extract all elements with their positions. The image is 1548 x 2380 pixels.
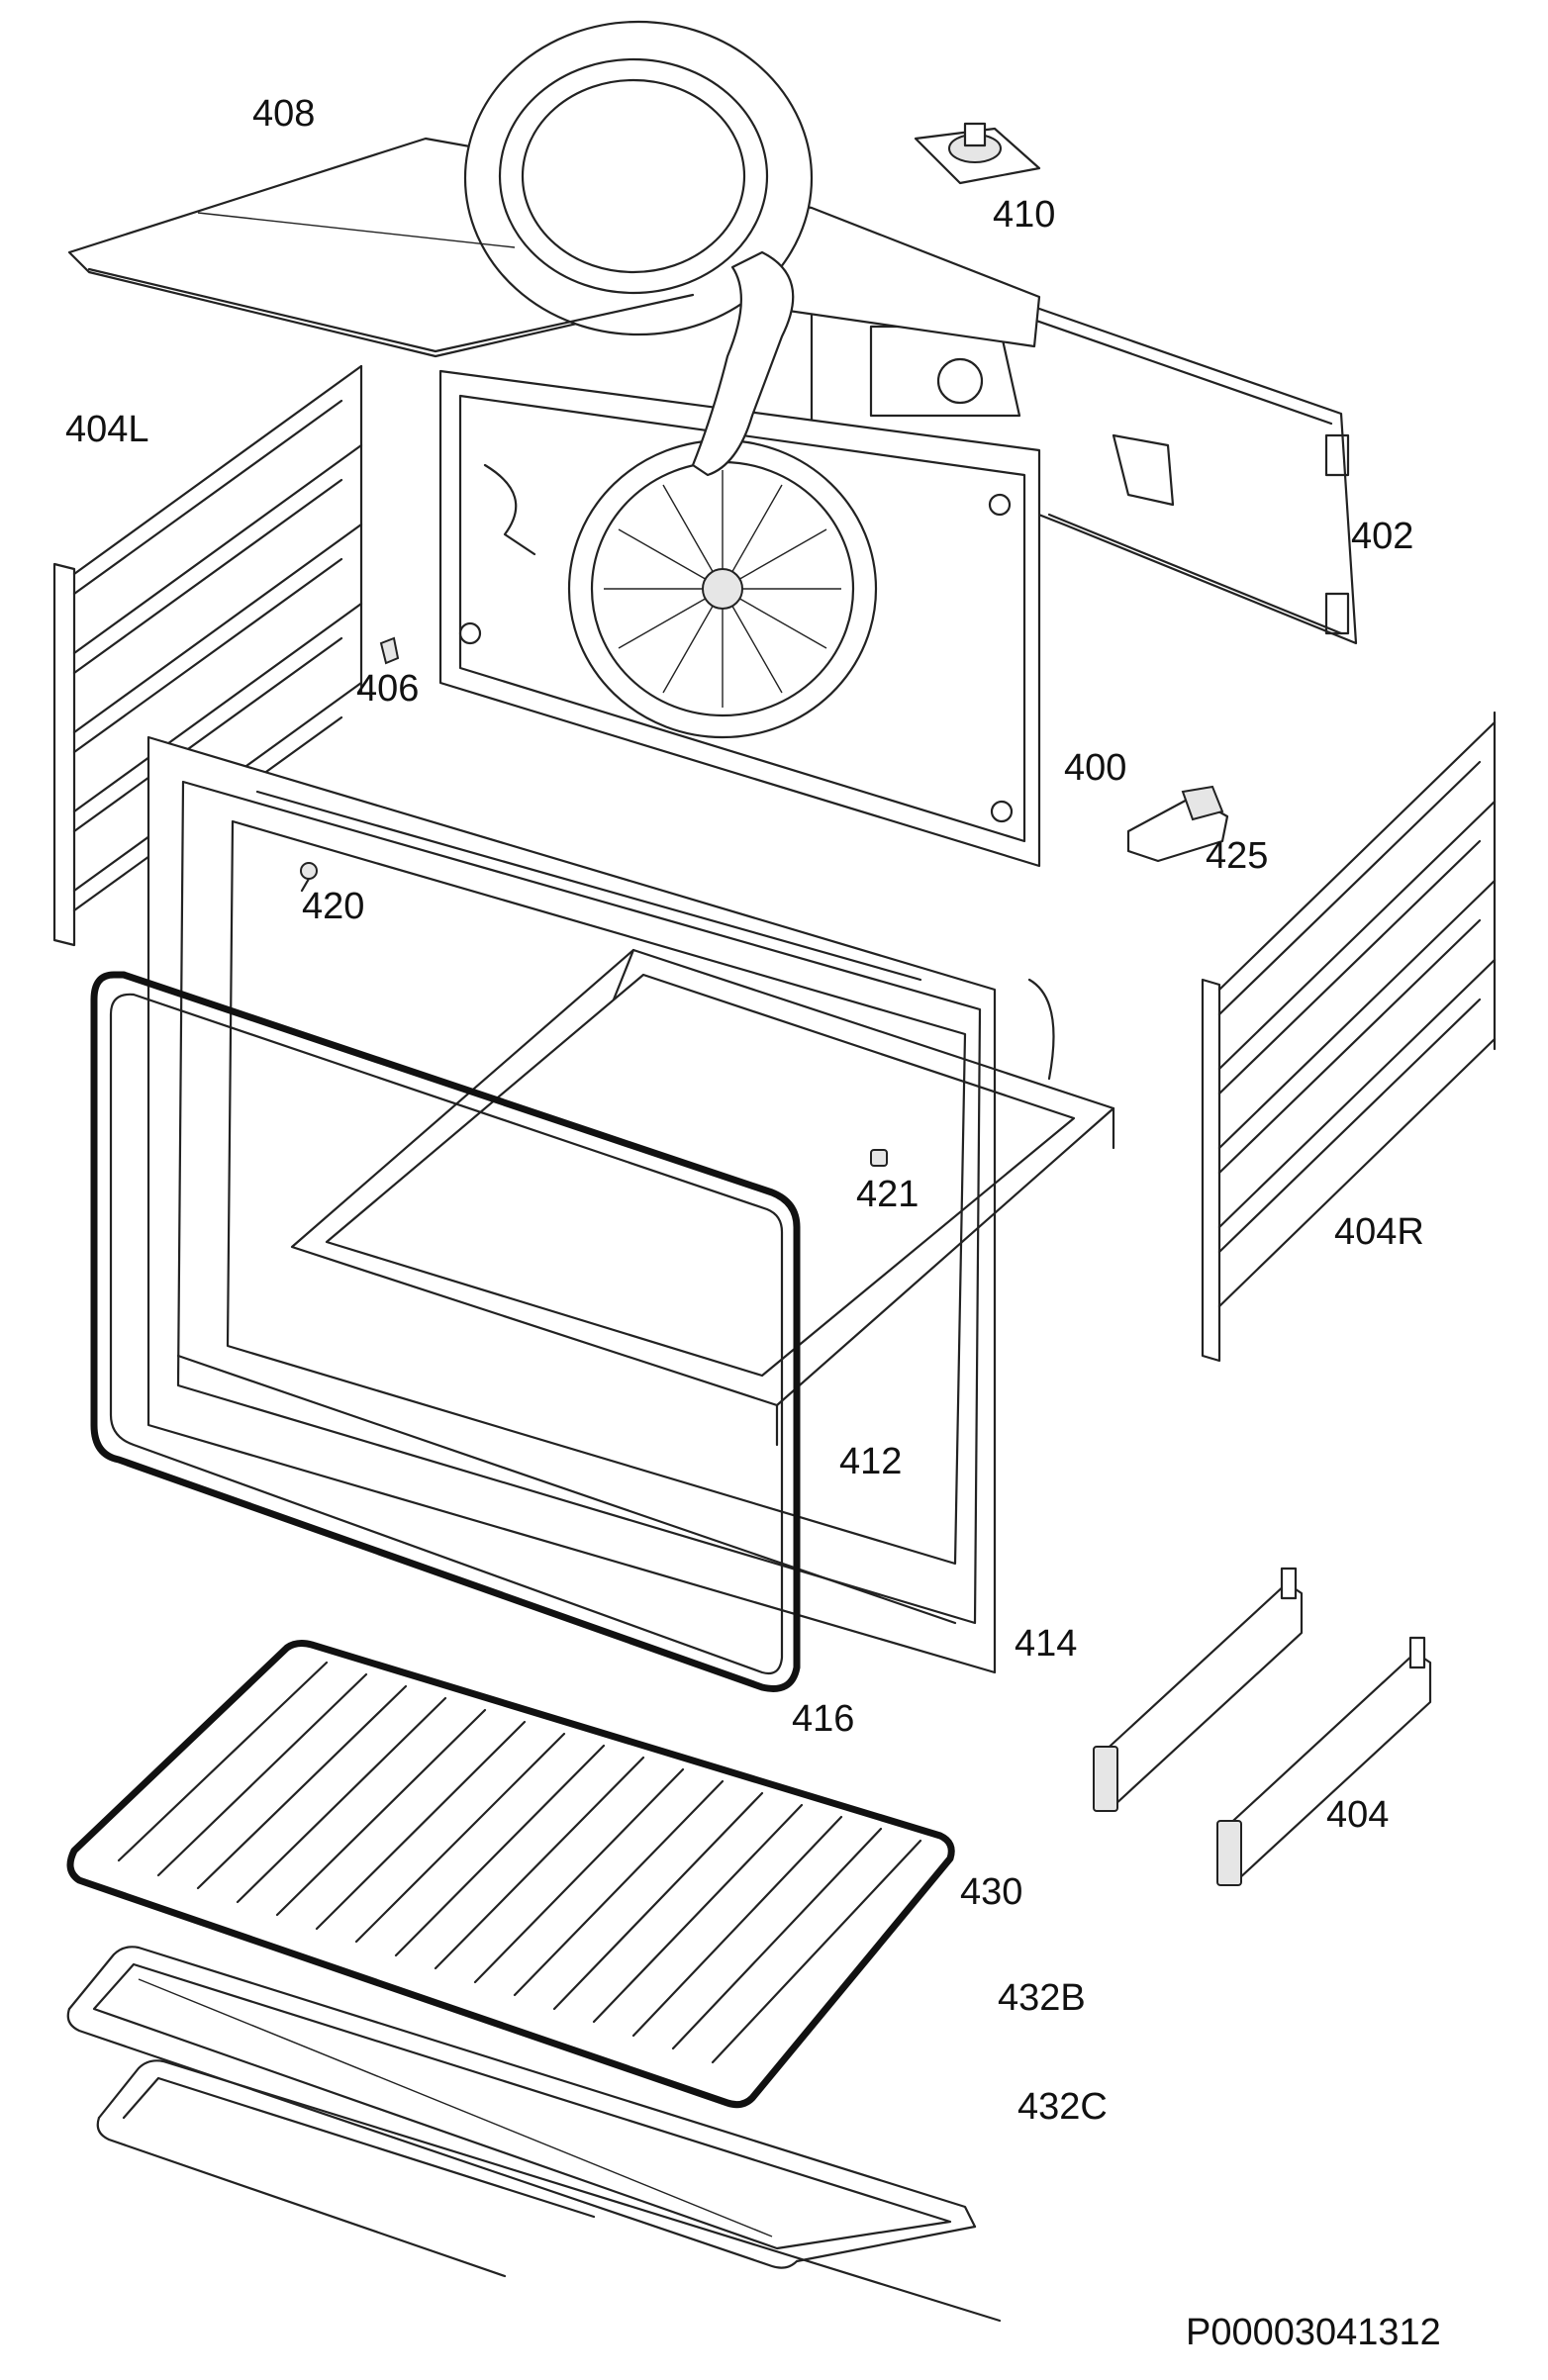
label-416: 416: [792, 1698, 855, 1740]
part-408-fan-cover: [67, 20, 1041, 477]
part-432B-tray: [66, 1946, 977, 2269]
label-404: 404: [1326, 1794, 1390, 1836]
part-406-clip: [379, 636, 400, 665]
label-406: 406: [356, 668, 420, 710]
part-400-back-panel: [438, 369, 1041, 868]
label-410: 410: [993, 194, 1056, 236]
label-432B: 432B: [998, 1977, 1086, 2019]
part-420-screw: [300, 862, 318, 893]
part-404R-right-rack: [1201, 711, 1497, 1363]
label-402: 402: [1351, 516, 1414, 557]
label-430: 430: [960, 1871, 1023, 1913]
label-404L: 404L: [65, 409, 149, 450]
part-414-front-frame: [146, 735, 997, 1674]
label-421: 421: [856, 1174, 919, 1215]
part-404-runners: [1093, 1567, 1432, 1886]
label-414: 414: [1015, 1623, 1078, 1665]
part-416-door-seal: [90, 971, 801, 1692]
fan-grille: [604, 470, 841, 708]
label-420: 420: [302, 886, 365, 927]
part-432C-tray: [96, 2059, 1002, 2323]
label-404R: 404R: [1334, 1211, 1424, 1253]
label-408: 408: [252, 93, 316, 135]
label-412: 412: [839, 1441, 903, 1482]
label-432C: 432C: [1017, 2086, 1108, 2128]
part-421: [870, 1149, 888, 1167]
part-412-cavity: [290, 948, 1115, 1447]
part-430-grill-rack: [66, 1640, 955, 2109]
part-425: [1126, 785, 1229, 863]
grill-rack-bars: [117, 1661, 922, 2064]
drawing-code: P00003041312: [1186, 2312, 1441, 2353]
label-425: 425: [1206, 835, 1269, 877]
part-410: [914, 122, 1041, 185]
label-400: 400: [1064, 747, 1127, 789]
